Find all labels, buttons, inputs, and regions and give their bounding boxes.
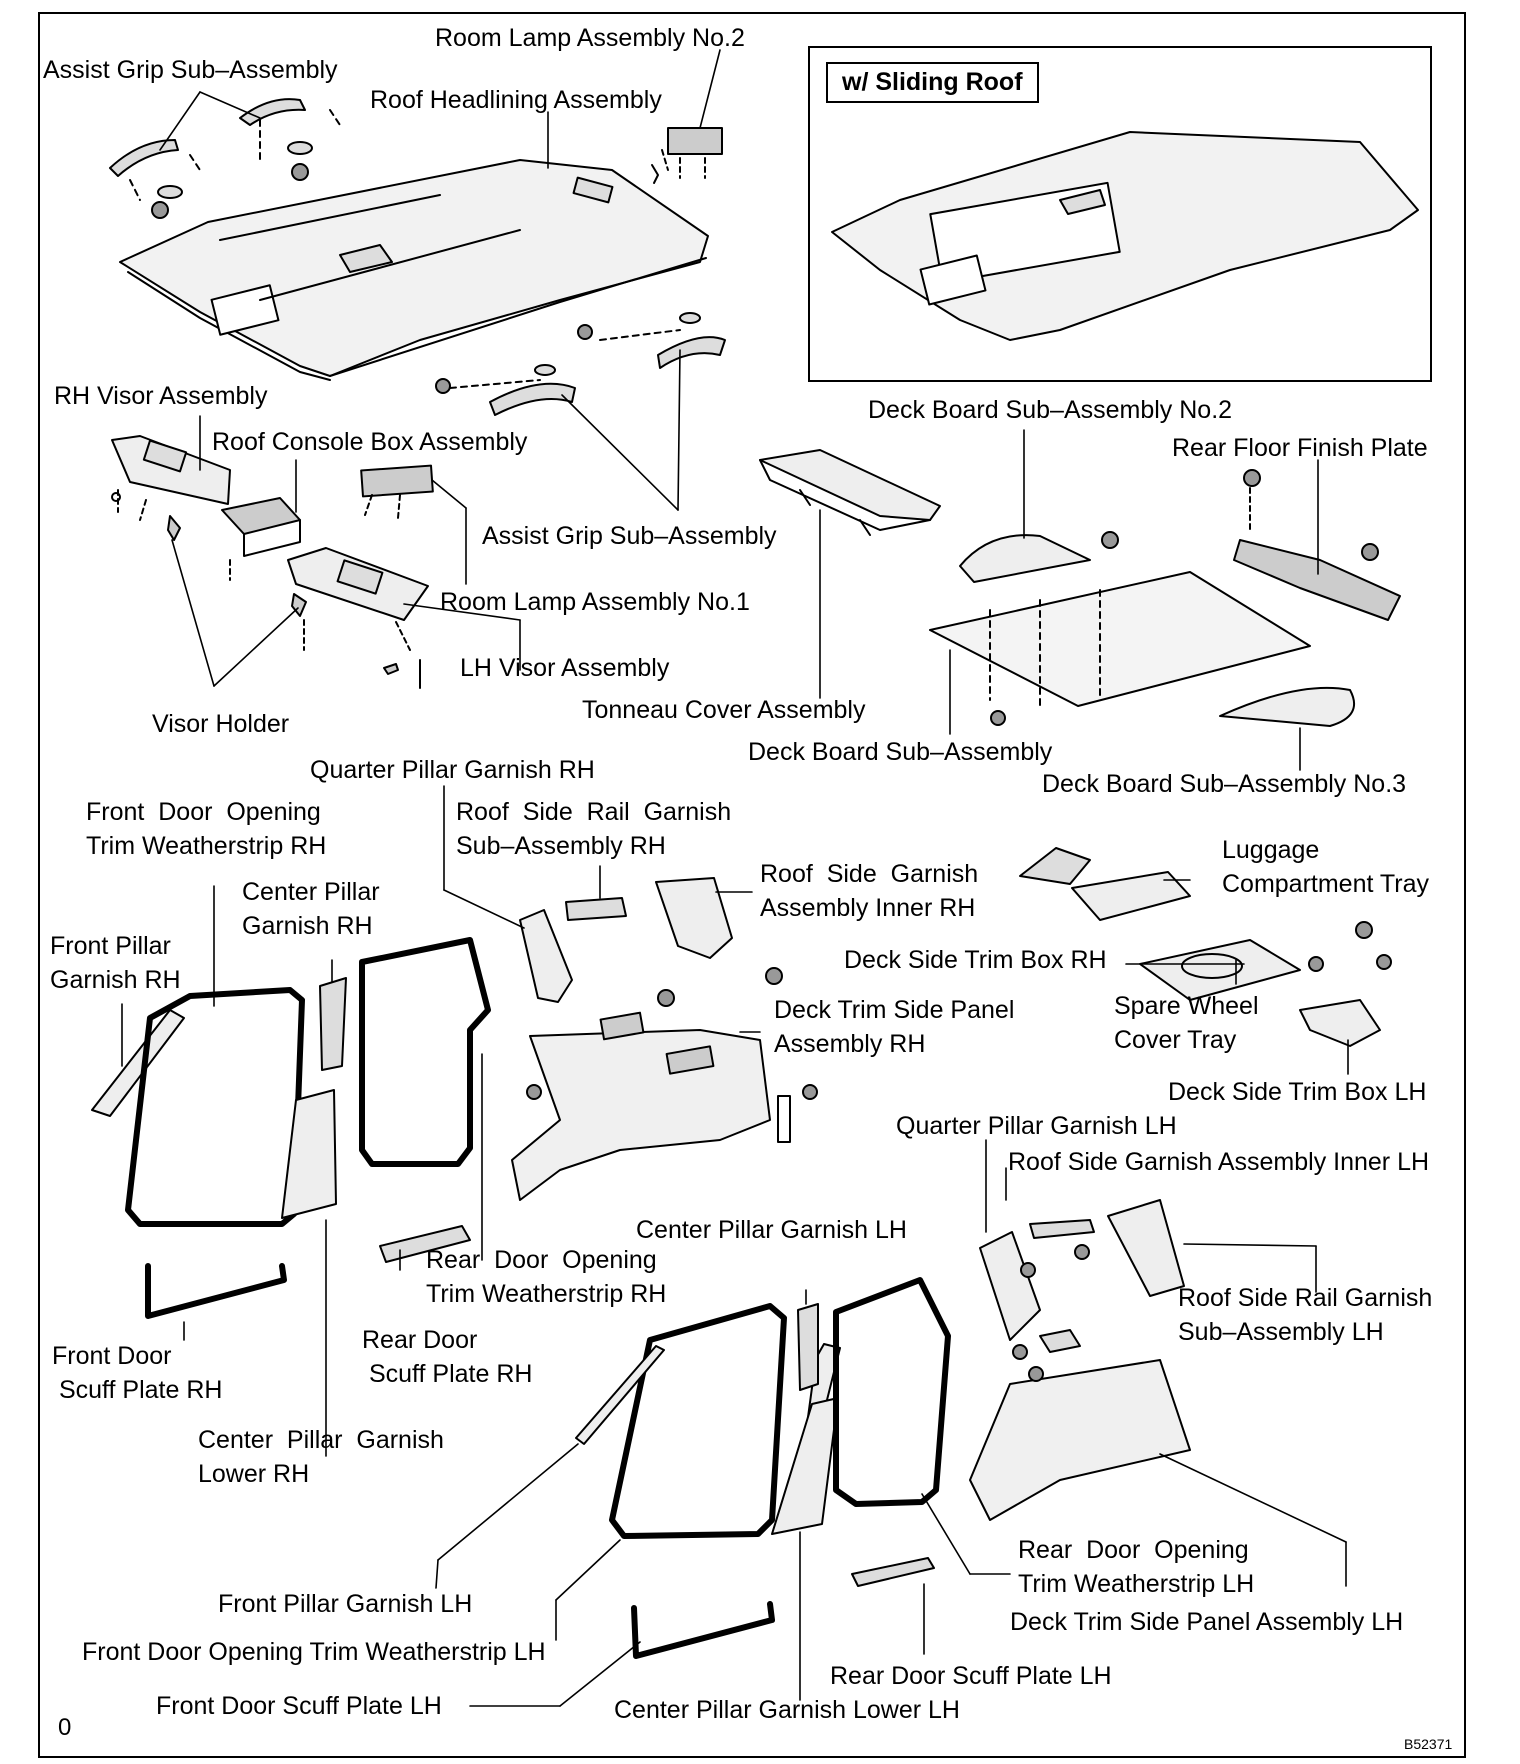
label-assist-grip-top: Assist Grip Sub–Assembly [43, 56, 338, 84]
label-front-pillar-rh: Front Pillar Garnish RH [50, 932, 181, 994]
rear-floor-finish-plate-shape [1233, 469, 1401, 621]
label-front-door-scuff-rh: Front Door Scuff Plate RH [52, 1342, 223, 1404]
label-rear-floor-finish-plate: Rear Floor Finish Plate [1172, 434, 1428, 462]
label-rear-door-weatherstrip-rh: Rear Door Opening Trim Weatherstrip RH [426, 1246, 667, 1308]
label-center-pillar-lower-lh: Center Pillar Garnish Lower LH [614, 1696, 960, 1724]
label-roof-headlining: Roof Headlining Assembly [370, 86, 662, 114]
sliding-roof-inset [808, 46, 1432, 382]
label-deck-side-trim-rh: Deck Side Trim Box RH [844, 946, 1107, 974]
label-deck-side-trim-lh: Deck Side Trim Box LH [1168, 1078, 1427, 1106]
label-deck-board-3: Deck Board Sub–Assembly No.3 [1042, 770, 1407, 798]
sliding-roof-headlining-shape [831, 131, 1419, 341]
luggage-area-shapes [1019, 847, 1392, 1047]
label-deck-trim-side-lh: Deck Trim Side Panel Assembly LH [1010, 1608, 1404, 1636]
deck-board-2-shape [959, 531, 1119, 583]
label-front-door-scuff-lh: Front Door Scuff Plate LH [156, 1692, 442, 1720]
corner-mark: 0 [58, 1714, 72, 1741]
label-deck-trim-side-rh: Deck Trim Side Panel Assembly RH [774, 996, 1015, 1058]
label-deck-board-2: Deck Board Sub–Assembly No.2 [868, 396, 1233, 424]
deck-board-shape [929, 571, 1311, 726]
label-center-pillar-rh: Center Pillar Garnish RH [242, 878, 380, 940]
label-roof-side-garnish-inner-lh: Roof Side Garnish Assembly Inner LH [1008, 1148, 1430, 1176]
assist-grip-mid-shapes [435, 312, 726, 416]
tonneau-cover-shape [759, 449, 941, 536]
assist-grip-top-shapes [109, 98, 341, 219]
lh-visor-shape [287, 547, 429, 689]
label-deck-board: Deck Board Sub–Assembly [748, 738, 1053, 766]
label-room-lamp-2: Room Lamp Assembly No.2 [435, 24, 745, 52]
lh-trim-shapes [575, 1199, 1191, 1659]
label-quarter-pillar-lh: Quarter Pillar Garnish LH [896, 1112, 1177, 1140]
label-front-pillar-lh: Front Pillar Garnish LH [218, 1590, 473, 1618]
deck-board-3-shape [1219, 686, 1355, 727]
rh-trim-shapes [91, 937, 491, 1319]
label-rear-door-scuff-lh: Rear Door Scuff Plate LH [830, 1662, 1112, 1690]
label-front-door-weatherstrip-rh: Front Door Opening Trim Weatherstrip RH [86, 798, 327, 860]
label-room-lamp-1: Room Lamp Assembly No.1 [440, 588, 750, 616]
roof-console-shape [221, 497, 301, 581]
label-rear-door-weatherstrip-lh: Rear Door Opening Trim Weatherstrip LH [1018, 1536, 1255, 1598]
label-roof-side-rail-lh: Roof Side Rail Garnish Sub–Assembly LH [1178, 1284, 1433, 1346]
label-spare-wheel-cover: Spare Wheel Cover Tray [1114, 992, 1259, 1054]
label-lh-visor: LH Visor Assembly [460, 654, 670, 682]
label-roof-side-garnish-inner-rh: Roof Side Garnish Assembly Inner RH [760, 860, 979, 922]
label-quarter-pillar-rh: Quarter Pillar Garnish RH [310, 756, 595, 784]
label-roof-side-rail-rh: Roof Side Rail Garnish Sub–Assembly RH [456, 798, 732, 860]
label-center-pillar-lower-rh: Center Pillar Garnish Lower RH [198, 1426, 444, 1488]
label-tonneau-cover: Tonneau Cover Assembly [582, 696, 866, 724]
label-roof-console: Roof Console Box Assembly [212, 428, 528, 456]
room-lamp-1-shape [360, 464, 434, 519]
rh-quarter-trim-shapes [511, 877, 818, 1201]
room-lamp-2-shape [651, 127, 723, 184]
figure-number: B52371 [1404, 1736, 1453, 1752]
label-rear-door-scuff-rh: Rear Door Scuff Plate RH [362, 1326, 533, 1388]
visor-holder-shapes [167, 515, 307, 651]
roof-headlining-shape [119, 159, 709, 381]
leader-lines [121, 49, 1349, 1707]
rh-visor-shape [111, 435, 231, 521]
label-visor-holder: Visor Holder [152, 710, 290, 738]
label-luggage-tray: Luggage Compartment Tray [1222, 836, 1430, 898]
label-front-door-weatherstrip-lh: Front Door Opening Trim Weatherstrip LH [82, 1638, 546, 1666]
inset-title: w/ Sliding Roof [826, 62, 1039, 103]
label-assist-grip-mid: Assist Grip Sub–Assembly [482, 522, 777, 550]
label-center-pillar-lh: Center Pillar Garnish LH [636, 1216, 907, 1244]
diagram-frame [38, 12, 1466, 1758]
label-rh-visor: RH Visor Assembly [54, 382, 268, 410]
